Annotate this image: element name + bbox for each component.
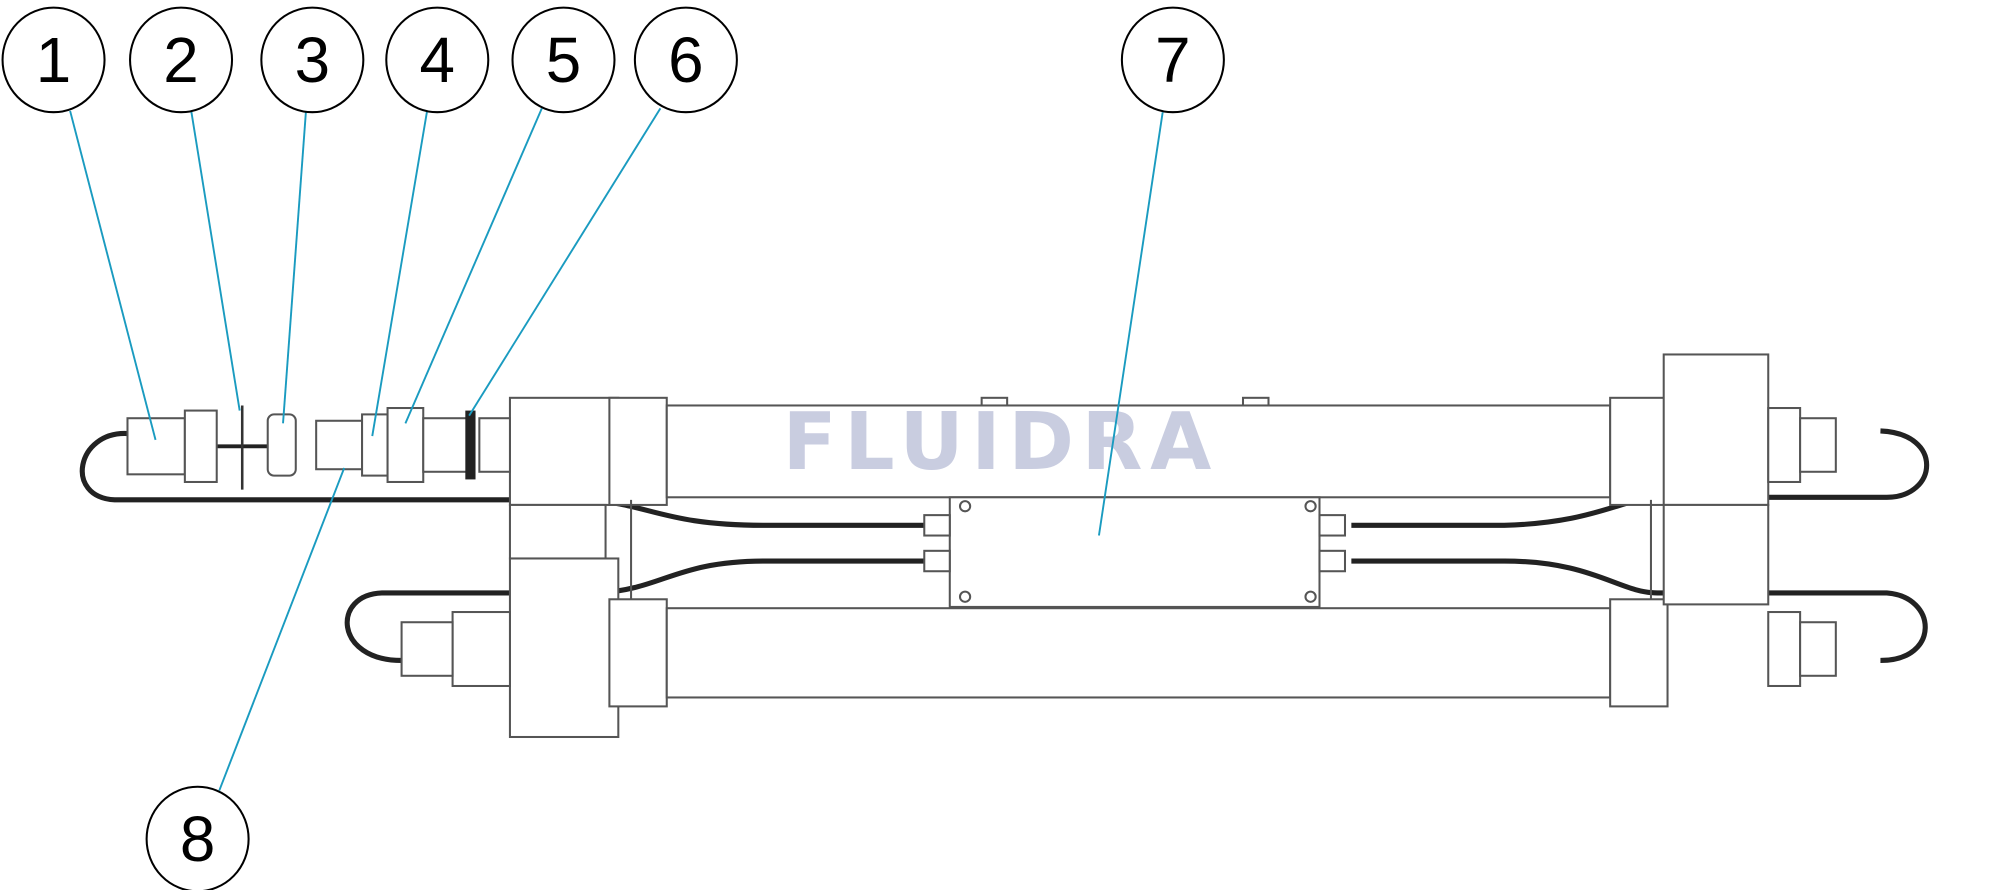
- callout-8: 8: [145, 785, 250, 890]
- svg-text:8: 8: [180, 803, 215, 875]
- svg-text:2: 2: [163, 24, 198, 96]
- callout-4: 4: [385, 6, 490, 114]
- exploded-parts: [126, 405, 511, 490]
- svg-text:3: 3: [295, 24, 330, 96]
- callout-3: 3: [260, 6, 365, 114]
- lower-tube: [400, 499, 1837, 739]
- svg-text:1: 1: [36, 24, 71, 96]
- upper-tube: [508, 353, 1837, 560]
- leader-lines: [69, 107, 1164, 791]
- fluidra-watermark: FLUIDRA: [783, 396, 1219, 488]
- callout-5: 5: [511, 6, 616, 114]
- callout-1: 1: [1, 6, 106, 114]
- callout-2: 2: [129, 6, 234, 114]
- svg-text:6: 6: [668, 24, 703, 96]
- callout-6: 6: [633, 6, 738, 114]
- svg-text:5: 5: [546, 24, 581, 96]
- svg-text:4: 4: [420, 24, 455, 96]
- svg-text:7: 7: [1155, 24, 1190, 96]
- junction-box: [923, 496, 1347, 608]
- callout-7: 7: [1120, 6, 1225, 114]
